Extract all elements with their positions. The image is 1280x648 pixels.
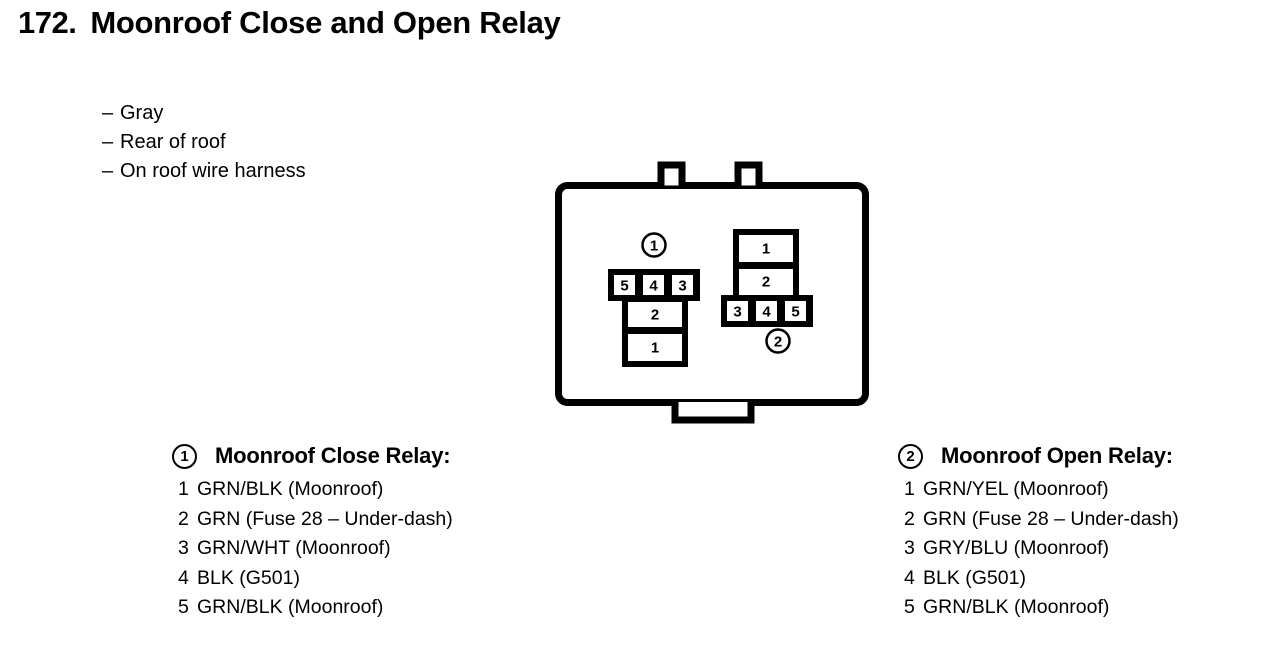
relay1-pin-1-cell: [628, 334, 682, 361]
legend-2-pin-list: 1 GRN/YEL (Moonroof) 2 GRN (Fuse 28 – Un…: [904, 475, 1179, 623]
bottom-tab-gap: [678, 402, 748, 416]
top-tab-left-gap: [664, 168, 679, 186]
relay1-pin-4-cell: [643, 275, 664, 295]
pin-index: 3: [178, 537, 189, 559]
pin-description: GRN/BLK (Moonroof): [197, 596, 384, 618]
section-number: 172.: [18, 5, 77, 40]
relay2-pin-5-cell: [785, 301, 806, 321]
legend-header: 1 Moonroof Close Relay:: [172, 443, 453, 469]
pin-description: BLK (G501): [923, 566, 1026, 589]
callout-1-label: 1: [650, 238, 658, 255]
relay1-pin-4-label: 4: [649, 278, 658, 295]
relay2-pin-3-cell: [727, 301, 748, 321]
pin-index: 4: [904, 566, 915, 589]
pin-row: 5 GRN/BLK (Moonroof): [904, 593, 1179, 623]
relay2-pin-1-label: 1: [762, 241, 770, 258]
page-heading: 172. Moonroof Close and Open Relay: [18, 4, 638, 42]
relay1-pin-5-label: 5: [620, 278, 628, 295]
relay1-pin-3-label: 3: [678, 278, 686, 295]
dash-marker: –: [102, 160, 114, 182]
pin-row: 1 GRN/YEL (Moonroof): [904, 475, 1179, 505]
legend-1-title: Moonroof Close Relay:: [215, 443, 451, 468]
heading-row: 172. Moonroof Close and Open Relay: [18, 4, 638, 42]
legend-2-marker: 2: [898, 443, 923, 469]
pin-description: GRN/BLK (Moonroof): [923, 596, 1110, 618]
pin-index: 2: [904, 507, 915, 530]
relay2-pin-2-cell: [739, 269, 793, 295]
pin-index: 5: [904, 596, 915, 618]
pin-description: BLK (G501): [197, 566, 300, 589]
connector-diagram: 1 5 4 3 2 1 1 2 3 4 5 2: [530, 150, 890, 425]
relay1-pin-2-cell: [628, 302, 682, 327]
legend-2-title: Moonroof Open Relay:: [941, 443, 1173, 468]
relay1-pin-3-cell: [672, 275, 693, 295]
pin-row: 1 GRN/BLK (Moonroof): [178, 475, 453, 505]
attribute-text: Gray: [120, 102, 164, 124]
list-item: –Rear of roof: [102, 128, 306, 157]
legend-header: 2 Moonroof Open Relay:: [898, 443, 1179, 469]
pin-index: 1: [178, 478, 189, 500]
pin-row: 5 GRN/BLK (Moonroof): [178, 593, 453, 623]
relay2-pin-3-label: 3: [733, 304, 741, 321]
pin-row: 4 BLK (G501): [178, 564, 453, 594]
bottom-tab: [671, 402, 755, 424]
relay2-pin-1-cell: [739, 235, 793, 262]
relay2-pin-2-label: 2: [762, 274, 770, 291]
top-tab-right: [734, 161, 763, 185]
pin-index: 1: [904, 478, 915, 500]
pin-index: 3: [904, 537, 915, 559]
pin-row: 3 GRY/BLU (Moonroof): [904, 534, 1179, 564]
legend-moonroof-close-relay: 1 Moonroof Close Relay: 1 GRN/BLK (Moonr…: [172, 443, 453, 623]
attribute-list: –Gray –Rear of roof –On roof wire harnes…: [102, 99, 306, 186]
pin-description: GRN/WHT (Moonroof): [197, 537, 391, 559]
callout-2-label: 2: [774, 334, 782, 351]
relay2-pin-4-label: 4: [762, 304, 771, 321]
pin-row: 4 BLK (G501): [904, 564, 1179, 594]
pin-description: GRN/BLK (Moonroof): [197, 478, 384, 500]
dash-marker: –: [102, 102, 114, 124]
legend-1-pin-list: 1 GRN/BLK (Moonroof) 2 GRN (Fuse 28 – Un…: [178, 475, 453, 623]
pin-description: GRN/YEL (Moonroof): [923, 478, 1109, 500]
dash-marker: –: [102, 131, 114, 153]
relay1-pin-5-cell: [614, 275, 635, 295]
pin-row: 2 GRN (Fuse 28 – Under-dash): [904, 505, 1179, 535]
pin-row: 2 GRN (Fuse 28 – Under-dash): [178, 505, 453, 535]
pin-row: 3 GRN/WHT (Moonroof): [178, 534, 453, 564]
page-title: Moonroof Close and Open Relay: [90, 5, 561, 40]
pin-description: GRY/BLU (Moonroof): [923, 537, 1110, 559]
pin-index: 2: [178, 507, 189, 530]
relay1-pin-1-label: 1: [651, 340, 659, 357]
legend-moonroof-open-relay: 2 Moonroof Open Relay: 1 GRN/YEL (Moonro…: [898, 443, 1179, 623]
callout-1-circle: [641, 232, 667, 258]
top-tab-left: [657, 161, 686, 185]
connector-housing-outline: [555, 182, 869, 406]
pin-index: 4: [178, 566, 189, 589]
attribute-text: On roof wire harness: [120, 160, 306, 182]
pin-index: 5: [178, 596, 189, 618]
list-item: –On roof wire harness: [102, 157, 306, 186]
callout-2-circle: [765, 328, 791, 354]
list-item: –Gray: [102, 99, 306, 128]
pin-description: GRN (Fuse 28 – Under-dash): [923, 507, 1179, 530]
relay2-pin-4-cell: [756, 301, 777, 321]
relay2-pin-5-label: 5: [791, 304, 799, 321]
legend-1-marker: 1: [172, 443, 197, 469]
top-tab-right-gap: [741, 168, 756, 186]
relay1-pin-2-label: 2: [651, 307, 659, 324]
attribute-text: Rear of roof: [120, 131, 226, 153]
pin-description: GRN (Fuse 28 – Under-dash): [197, 507, 453, 530]
